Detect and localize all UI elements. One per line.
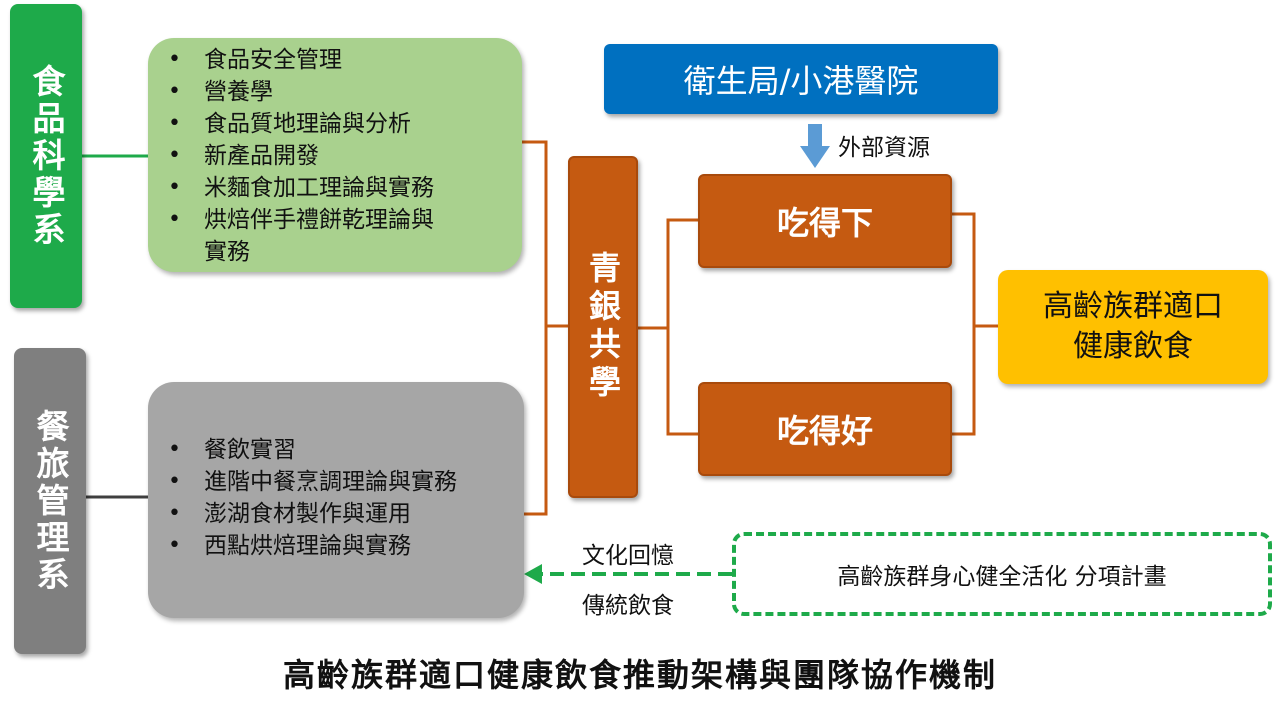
course-item: 餐飲實習 xyxy=(148,434,524,466)
dept-hospitality-label: 餐旅管理系 xyxy=(31,408,70,594)
page-caption: 高齡族群適口健康飲食推動架構與團隊協作機制 xyxy=(282,656,997,694)
down-arrow-icon xyxy=(800,124,830,168)
food-science-courses: 食品安全管理 營養學 食品質地理論與分析 新產品開發 米麵食加工理論與實務 烘焙… xyxy=(148,38,522,272)
left-dashed-arrow-icon xyxy=(524,564,732,584)
course-item: 食品安全管理 xyxy=(148,44,522,76)
course-item: 新產品開發 xyxy=(148,140,522,172)
outcome-good-label: 吃得好 xyxy=(776,412,873,450)
outcome-good: 吃得好 xyxy=(698,382,952,476)
plan-label: 高齡族群身心健全活化 分項計畫 xyxy=(837,564,1167,590)
goal-line-2: 健康飲食 xyxy=(1073,329,1193,364)
center-label: 青銀共學 xyxy=(584,251,622,403)
center-bracket xyxy=(638,218,698,436)
outcome-swallow: 吃得下 xyxy=(698,174,952,268)
goal-line-1: 高齡族群適口 xyxy=(1043,289,1223,324)
courses-bracket xyxy=(522,140,568,516)
course-item: 烘焙伴手禮餅乾理論與 xyxy=(148,204,522,236)
goal-box: 高齡族群適口 健康飲食 xyxy=(998,270,1268,384)
center-co-learning: 青銀共學 xyxy=(568,156,638,498)
hospitality-courses: 餐飲實習 進階中餐烹調理論與實務 澎湖食材製作與運用 西點烘焙理論與實務 xyxy=(148,382,524,618)
course-item: 營養學 xyxy=(148,76,522,108)
course-item: 米麵食加工理論與實務 xyxy=(148,172,522,204)
dept-food-science-label: 食品科學系 xyxy=(27,63,66,249)
course-item: 食品質地理論與分析 xyxy=(148,108,522,140)
external-arrow-label: 外部資源 xyxy=(838,135,930,161)
culture-label-2: 傳統飲食 xyxy=(582,593,674,619)
external-resource-box: 衛生局/小港醫院 xyxy=(604,44,998,114)
course-item: 澎湖食材製作與運用 xyxy=(148,498,524,530)
course-item-continuation: 實務 xyxy=(204,239,250,265)
course-item: 進階中餐烹調理論與實務 xyxy=(148,466,524,498)
course-item: 西點烘焙理論與實務 xyxy=(148,530,524,562)
outcome-swallow-label: 吃得下 xyxy=(776,204,873,242)
culture-label-1: 文化回憶 xyxy=(582,543,674,569)
external-label: 衛生局/小港醫院 xyxy=(683,62,919,100)
plan-box: 高齡族群身心健全活化 分項計畫 xyxy=(732,532,1272,616)
outcome-bracket xyxy=(952,212,998,436)
dept-food-science: 食品科學系 xyxy=(10,4,82,308)
dept-hospitality: 餐旅管理系 xyxy=(14,348,86,654)
